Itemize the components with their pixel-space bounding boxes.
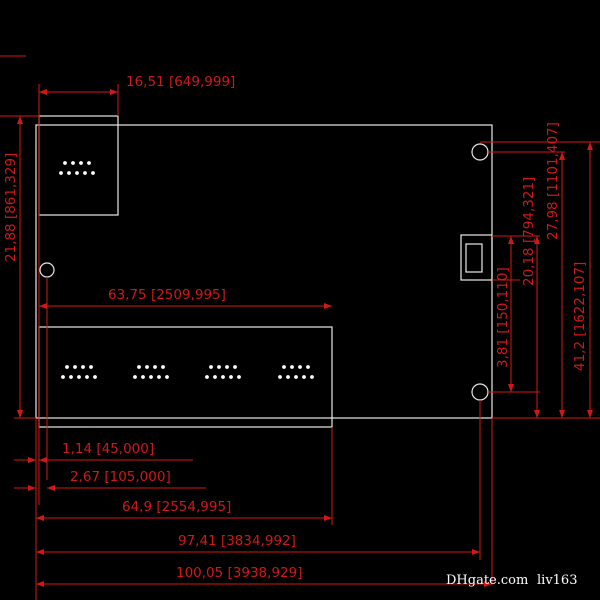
dim-label-2-67: 2,67 [105,000] [70,469,171,485]
dim-line-27-98 [559,152,565,418]
dim-line-100-05 [36,581,492,587]
pin-group-1 [61,365,97,379]
dim-label-41-2: 41,2 [1622,107] [572,262,588,371]
top-connector-outline [38,115,119,216]
dim-label-1-14: 1,14 [45,000] [62,441,154,457]
side-connector-inner [465,243,483,273]
dim-label-97-41: 97,41 [3834,992] [178,533,296,549]
dim-line-63-75 [39,303,332,309]
side-connector-outline [460,234,493,281]
dim-label-64-9: 64,9 [2554,995] [122,499,231,515]
pin-group-top [59,161,95,175]
dim-line-3-81 [508,236,514,392]
board-outline [35,124,493,419]
dim-line-97-41 [36,549,480,555]
dim-line-1-14 [14,457,193,463]
dim-label-63-75: 63,75 [2509,995] [108,287,226,303]
dim-label-16-51: 16,51 [649,999] [126,74,235,90]
pin-group-4 [278,365,314,379]
dim-label-100-05: 100,05 [3938,929] [176,565,302,581]
dim-line-64-9 [36,515,332,521]
dim-label-27-98: 27,98 [1101,407] [545,122,561,240]
watermark-seller: liv163 [537,573,577,588]
dim-line-21-88 [17,116,23,418]
dim-line-41-2 [587,142,593,418]
dim-label-3-81: 3,81 [150,110] [495,267,511,368]
mounting-hole-left [39,262,55,278]
dim-line-16-51 [39,89,118,95]
mounting-hole-top-right [471,143,489,161]
dim-label-21-88: 21,88 [861,329] [3,153,19,262]
watermark: DHgate.com liv163 [446,573,577,588]
dim-line-2-67 [14,485,206,491]
watermark-brand: DHgate.com [446,573,528,588]
dim-line-20-18 [534,236,540,418]
mounting-hole-bottom-right [471,383,489,401]
pin-group-3 [205,365,241,379]
pin-group-2 [133,365,169,379]
dim-label-20-18: 20,18 [794,321] [521,177,537,286]
